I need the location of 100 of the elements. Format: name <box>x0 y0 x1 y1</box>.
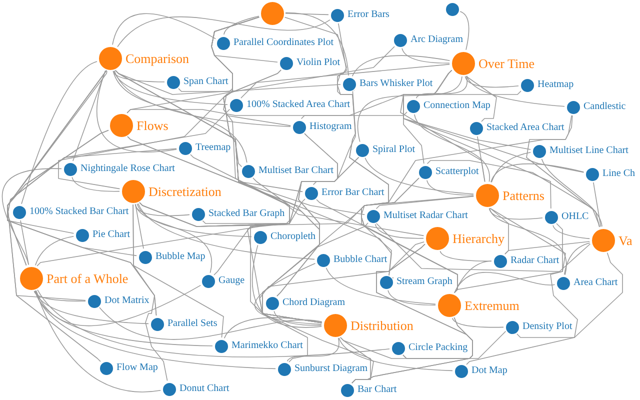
connector-line <box>34 290 276 370</box>
connector-line <box>34 290 86 302</box>
connector-line <box>132 204 168 382</box>
connector-line <box>112 70 248 163</box>
connector-line <box>21 61 98 204</box>
connector-line <box>488 208 543 220</box>
connector-line <box>96 70 177 152</box>
node-label: Treemap <box>194 143 232 153</box>
node-label: Error Bar Chart <box>320 188 386 198</box>
connector-line <box>402 48 450 64</box>
connector-line <box>416 76 468 98</box>
node-label: Bars Whisker Plot <box>358 79 434 89</box>
node-label: Circle Packing <box>408 343 469 353</box>
connector-line <box>254 263 322 325</box>
connector-line <box>427 160 600 228</box>
connector-line <box>477 136 486 182</box>
connector-line <box>190 154 424 236</box>
connector-line <box>440 250 492 262</box>
connector-line <box>7 130 157 316</box>
connector-line <box>286 338 340 362</box>
node-label: Stacked Area Chart <box>486 123 566 133</box>
category-label: Flows <box>136 118 170 132</box>
node-label: Bubble Chart <box>332 255 388 265</box>
node-label: Sunburst Diagram <box>294 364 369 374</box>
category-label: Distribution <box>350 318 414 332</box>
connector-line <box>466 76 497 122</box>
connector-line <box>262 157 359 324</box>
category-label: Patterns <box>502 188 546 202</box>
connector-line <box>285 12 349 76</box>
connector-line <box>491 152 531 183</box>
category-label: Comparison <box>124 52 190 64</box>
connector-line <box>376 196 474 209</box>
connector-line <box>466 252 623 365</box>
connector-line <box>454 272 556 294</box>
node-label: Parallel Sets <box>166 319 218 329</box>
node-label: Marimekko Chart <box>230 341 304 351</box>
connector-line <box>452 318 504 328</box>
connector-line <box>526 115 600 228</box>
node-label: Nightingale Rose Chart <box>80 164 176 174</box>
connector-line <box>564 242 590 275</box>
connector-line <box>252 244 322 328</box>
connector-line <box>114 70 228 105</box>
connector-line <box>34 290 213 346</box>
node-label: Dot Map <box>470 366 508 376</box>
node-label: Flow Map <box>116 363 159 373</box>
connector-line <box>364 158 474 194</box>
category-label: Va <box>618 234 634 246</box>
connector-line <box>426 180 474 196</box>
connector-line <box>593 182 602 228</box>
connector-line <box>259 242 424 362</box>
connector-line <box>326 268 436 304</box>
node-label: Pie Chart <box>92 230 131 240</box>
connector-line <box>352 55 450 77</box>
node-label: Heatmap <box>536 80 575 90</box>
node-label: OHLC <box>560 212 590 222</box>
connector-line <box>489 208 567 276</box>
connector-line <box>112 13 216 46</box>
connector-line <box>349 88 458 293</box>
node-label: Error Bars <box>346 10 390 20</box>
connector-line <box>224 16 260 35</box>
node-label: Donut Chart <box>178 384 230 394</box>
connector-line <box>284 16 356 186</box>
connector-line <box>552 224 590 240</box>
node-label: Span Chart <box>182 77 230 87</box>
connector-line <box>138 203 315 260</box>
connector-line <box>374 224 424 239</box>
connector-line <box>7 109 230 266</box>
node-label: Stream Graph <box>396 277 454 287</box>
connector-line <box>466 76 565 107</box>
node-label: Line Ch <box>602 169 636 179</box>
connector-line <box>460 11 470 50</box>
connector-line <box>72 176 120 192</box>
node-label: Multiset Bar Chart <box>258 166 334 176</box>
node-label: Choropleth <box>270 232 316 242</box>
connector-line <box>414 114 490 182</box>
connector-line <box>99 307 322 340</box>
connector-line <box>388 290 436 306</box>
connector-line <box>376 223 591 272</box>
node-label: 100% Stacked Bar Chart <box>28 207 130 217</box>
connector-line <box>240 64 450 98</box>
connector-line <box>114 70 291 127</box>
connector-line <box>274 310 322 326</box>
category-label: Part of a Whole <box>46 272 130 284</box>
node-label: Dot Matrix <box>104 296 150 306</box>
node-label: Scatterplot <box>434 167 480 177</box>
connector-line <box>35 236 74 266</box>
connector-line <box>490 208 578 338</box>
node-label: Candlestic <box>582 102 627 112</box>
connector-line <box>357 76 462 142</box>
connector-line <box>135 204 144 249</box>
node-label: Stacked Bar Graph <box>208 209 286 219</box>
node-label: Spiral Plot <box>372 145 416 155</box>
node-label: Density Plot <box>522 322 574 332</box>
connector-line <box>464 76 519 88</box>
connector-line <box>338 338 453 372</box>
category-label: Over Time <box>478 56 536 70</box>
node-label: Bubble Map <box>154 252 206 262</box>
connector-line <box>126 46 395 114</box>
connector-line <box>35 290 161 392</box>
connector-line <box>136 204 252 238</box>
